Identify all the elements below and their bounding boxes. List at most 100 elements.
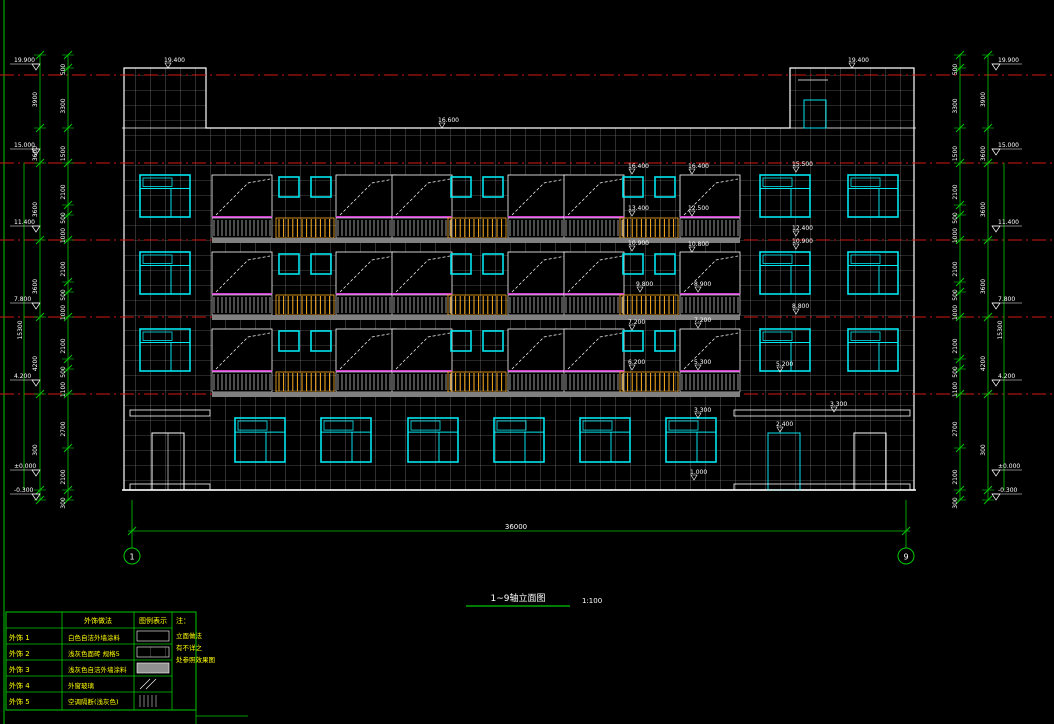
balcony-railing (679, 217, 741, 239)
dim-label: 3600 (32, 202, 39, 217)
balcony-bay (563, 328, 625, 393)
bay-diagonal (511, 332, 567, 370)
dim-label: 2100 (60, 184, 67, 199)
legend-desc-4: 空调隔断(浅灰色) (68, 697, 119, 706)
elevation-m19: 3.300 (830, 401, 847, 408)
bay-recess (335, 174, 397, 218)
dim-total-right-label: 15300 (997, 320, 1004, 339)
elevation-m17-symbol (776, 366, 784, 373)
dim-label: 500 (60, 212, 67, 224)
window-sash (668, 420, 699, 431)
side-window-4 (759, 251, 811, 295)
level-left-3-symbol (31, 302, 41, 310)
window-sash (762, 331, 793, 341)
balcony-railing (211, 294, 273, 316)
bay-diagonal (683, 178, 739, 216)
legend-note-line-2: 处参照效果图 (176, 655, 215, 664)
bay-recess (335, 251, 397, 295)
small-window (310, 253, 332, 275)
bay-recess (507, 328, 569, 372)
balcony-railing (391, 294, 453, 316)
small-window (654, 330, 676, 352)
elevation-marks: 19.90015.00011.4007.8004.200±0.000-0.300… (10, 57, 1022, 501)
dim-label: 2100 (952, 338, 959, 353)
bay-diagonal (339, 178, 395, 216)
level-left-1: 15.000 (14, 142, 35, 149)
elevation-m7: 10.900 (628, 240, 649, 247)
elevation-m11: 8.900 (694, 281, 711, 288)
dim-label: 300 (952, 497, 959, 509)
bay-recess (391, 174, 453, 218)
dim-label: 3300 (60, 98, 67, 113)
elevation-m3: 15.500 (792, 161, 813, 168)
small-window (622, 176, 644, 198)
elevation-m18-symbol (694, 412, 702, 419)
balcony-bay (507, 328, 569, 393)
balcony-railing (507, 371, 569, 393)
balcony-railing (335, 217, 397, 239)
dim-label: 1500 (60, 146, 67, 161)
bay-diagonal (567, 332, 623, 370)
window-frame (847, 174, 899, 218)
dim-label: 1100 (60, 382, 67, 397)
floor-band (212, 315, 740, 320)
dim-label: 3600 (32, 146, 39, 161)
dim-label: 300 (60, 497, 67, 509)
window-sash (142, 331, 173, 341)
axis-system: 36000 1 9 (123, 500, 915, 565)
roof-door (803, 99, 827, 129)
window-frame (320, 417, 372, 463)
elevation-m17: 5.200 (776, 361, 793, 368)
level-right-6-symbol (991, 493, 1001, 501)
small-window (482, 253, 504, 275)
bay-diagonal (511, 178, 567, 216)
level-right-6: -0.300 (998, 487, 1018, 494)
bay-diagonal (567, 255, 623, 293)
ground-window-0 (234, 417, 286, 463)
legend-desc-1: 浅灰色面砖 规格5 (68, 649, 120, 658)
step-right (733, 483, 911, 491)
bay-recess (211, 251, 273, 295)
elevation-parapet: 16.600 (438, 117, 459, 124)
elevation-m14: 7.200 (694, 317, 711, 324)
ac-screen (619, 253, 679, 316)
swatch-grey-paint (136, 662, 170, 674)
canopy-right (733, 409, 911, 417)
ground-window-2 (407, 417, 459, 463)
dim-label: 3600 (32, 279, 39, 294)
elevation-m4-symbol (628, 210, 636, 217)
balcony-railing (211, 371, 273, 393)
level-left-5-symbol (31, 469, 41, 477)
dim-label: 500 (952, 289, 959, 301)
elevation-m6-symbol (792, 230, 800, 237)
window-frame (847, 251, 899, 295)
balcony-railing (507, 217, 569, 239)
dim-label: 2700 (952, 421, 959, 436)
level-left-6-symbol (31, 493, 41, 501)
bay-recess (679, 328, 741, 372)
window-frame (759, 174, 811, 218)
bay-recess (679, 251, 741, 295)
side-windows (139, 174, 899, 372)
window-frame (847, 328, 899, 372)
balcony-bay (335, 328, 397, 393)
ground-window-3 (493, 417, 545, 463)
small-window (278, 330, 300, 352)
axis-bubble-9 (897, 547, 915, 565)
small-window (482, 176, 504, 198)
level-left-0-symbol (31, 63, 41, 71)
window-frame (407, 417, 459, 463)
dim-label: 3600 (980, 279, 987, 294)
elevation-m8-symbol (688, 246, 696, 253)
bay-recess (335, 328, 397, 372)
level-left-2: 11.400 (14, 219, 35, 226)
elevation-m9: 10.900 (792, 238, 813, 245)
balcony-railing (679, 371, 741, 393)
drawing-scale: 1:100 (582, 597, 602, 605)
dim-label: 2100 (60, 261, 67, 276)
window-sash (237, 420, 268, 431)
legend-note-label: 注： (176, 616, 190, 625)
dim-label: 3900 (980, 92, 987, 107)
level-left-5: ±0.000 (14, 463, 36, 470)
dim-label: 500 (952, 212, 959, 224)
